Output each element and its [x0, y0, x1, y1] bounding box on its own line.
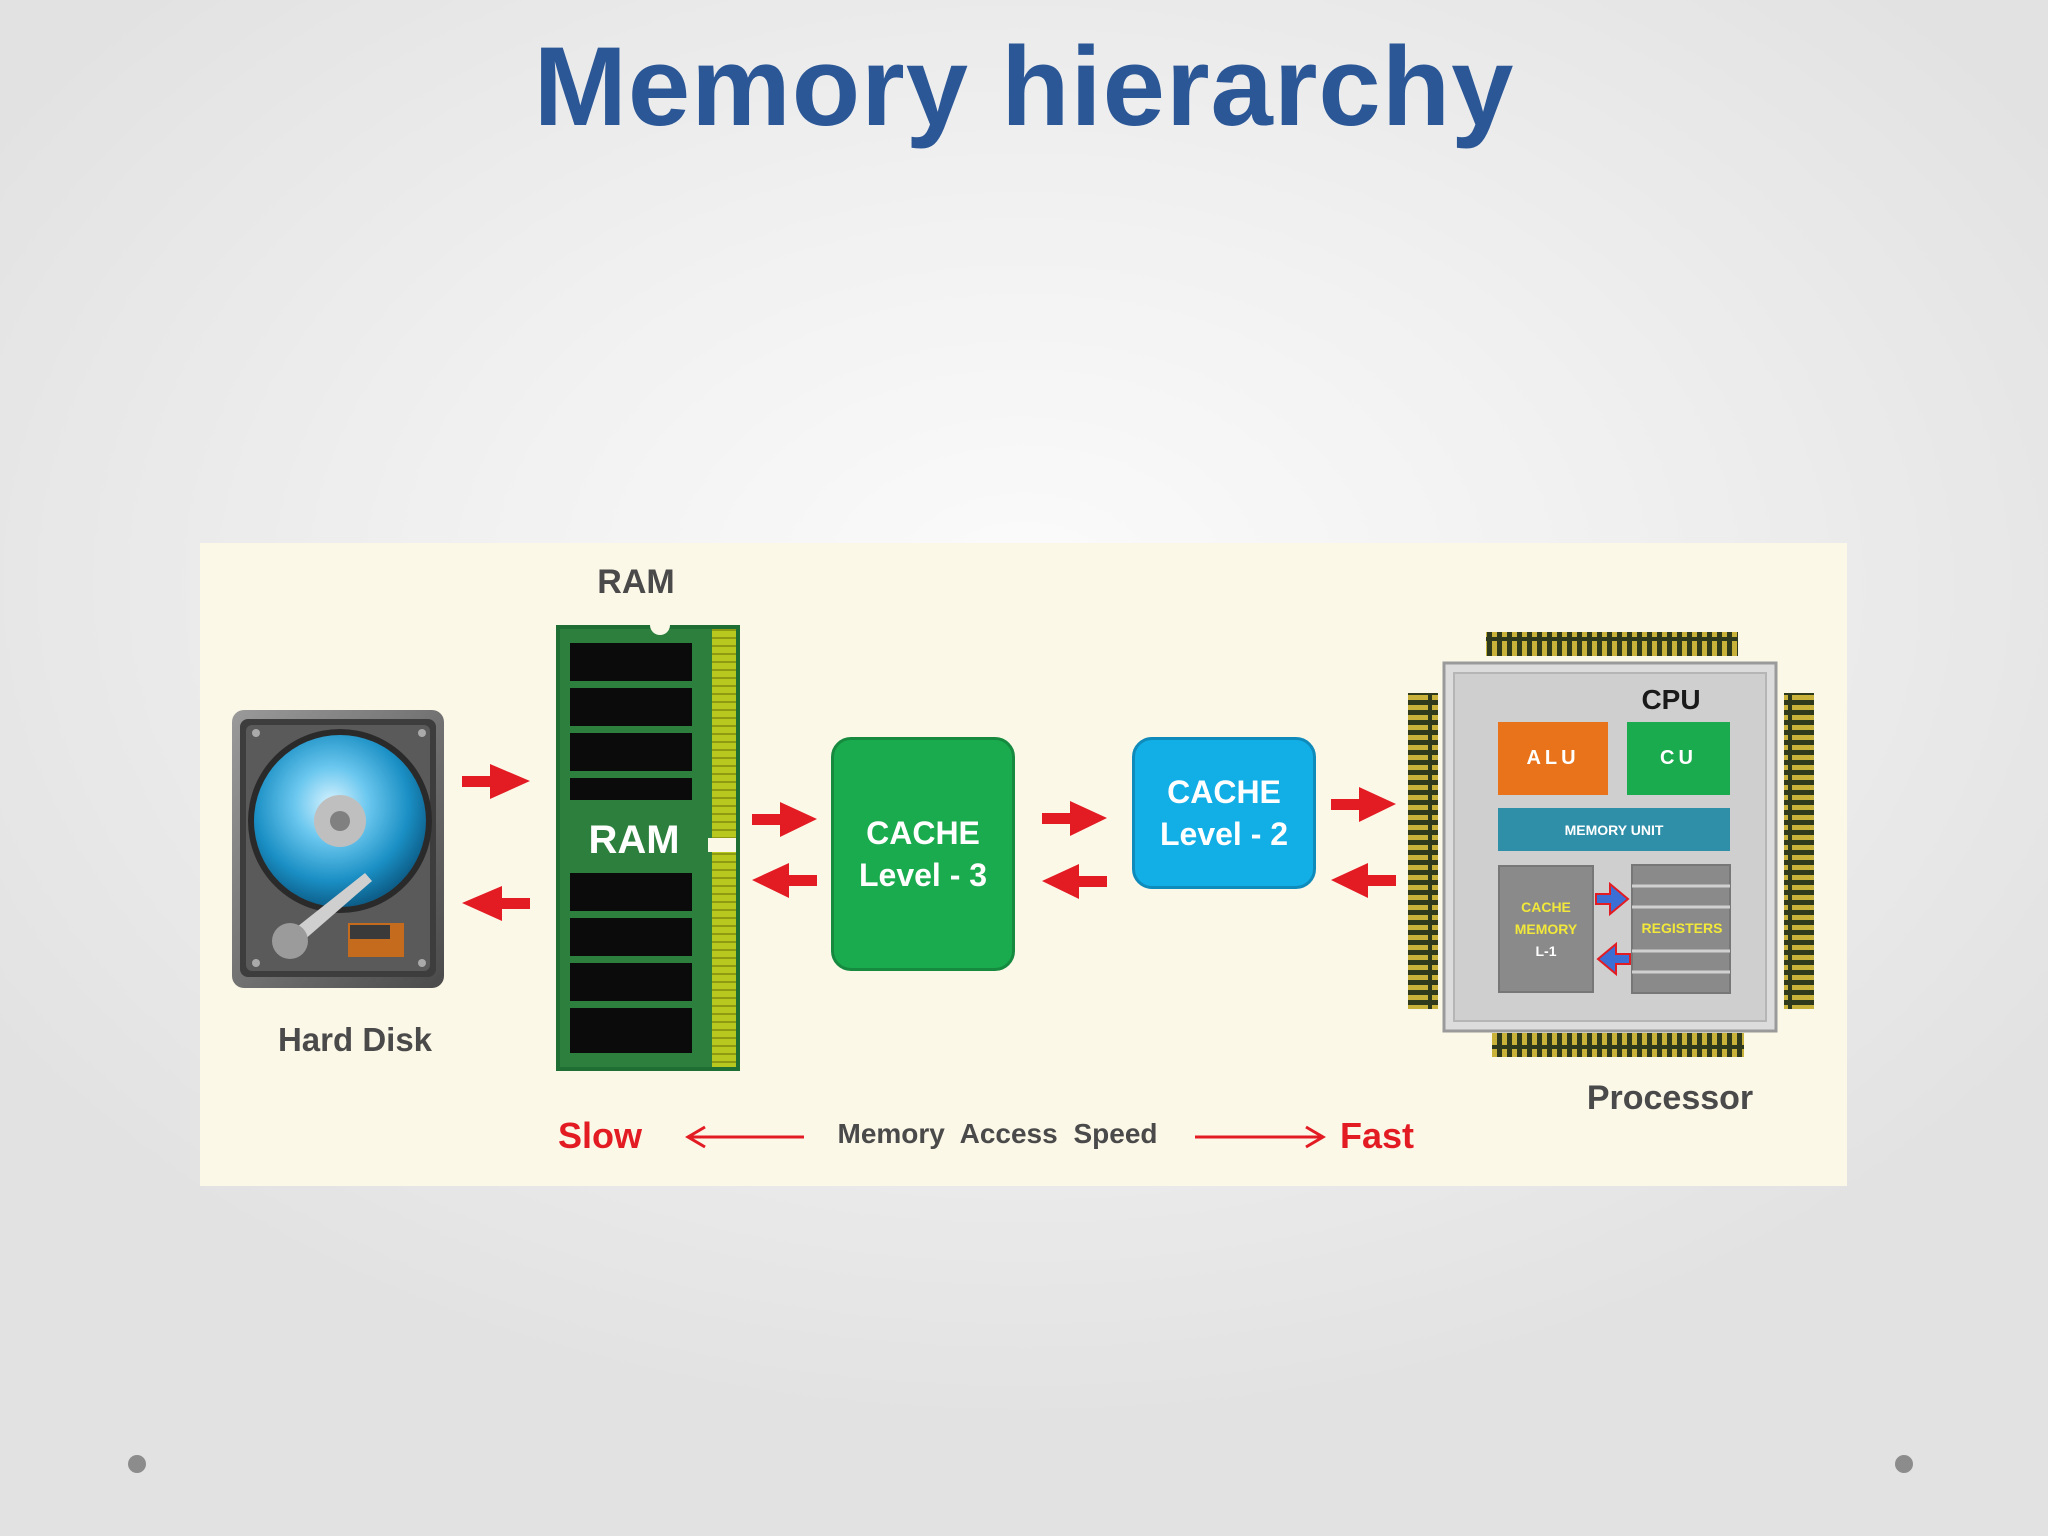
memory-hierarchy-diagram: RAM RAM Hard Disk CACHE Level - 3 CACHE … [200, 543, 1847, 1186]
right-arrow-icon [1331, 787, 1396, 822]
cache-level-2-box: CACHE Level - 2 [1132, 737, 1316, 889]
cache-l1-line3: L-1 [1535, 943, 1557, 959]
processor-label: Processor [1586, 1079, 1754, 1117]
cache-level-3-box: CACHE Level - 3 [831, 737, 1015, 971]
cache-l1-block: CACHE MEMORY L-1 [1498, 865, 1594, 993]
right-arrow-icon [462, 764, 530, 799]
memory-unit-block: MEMORY UNIT [1498, 808, 1730, 851]
cache-l1-line1: CACHE [1521, 899, 1571, 915]
alu-block: ALU [1498, 722, 1608, 795]
left-arrow-icon [462, 886, 530, 921]
speed-axis-right-arrow [1195, 1125, 1326, 1149]
ram-top-label: RAM [597, 563, 675, 601]
speed-axis-label: Memory Access Speed [837, 1118, 1158, 1149]
cache-level-2-line2: Level - 2 [1159, 816, 1289, 852]
right-arrow-icon [1595, 881, 1630, 917]
cache-level-3-line2: Level - 3 [858, 857, 988, 893]
cache-l1-line2: MEMORY [1514, 921, 1578, 937]
cpu-title: CPU [1641, 684, 1701, 715]
cache-level-2-line1: CACHE [1167, 774, 1281, 810]
right-arrow-icon [752, 802, 817, 837]
left-arrow-icon [1042, 864, 1107, 899]
speed-axis-left-arrow [685, 1125, 804, 1149]
left-arrow-icon [1596, 941, 1631, 977]
speed-slow-label: Slow [558, 1115, 643, 1156]
page-title: Memory hierarchy [533, 24, 1515, 149]
registers-label: REGISTERS [1641, 920, 1723, 936]
bullet-icon [1895, 1455, 1913, 1473]
bullet-icon [128, 1455, 146, 1473]
hard-disk-icon [232, 710, 444, 988]
right-arrow-icon [1042, 801, 1107, 836]
cu-block: CU [1627, 722, 1730, 795]
left-arrow-icon [752, 863, 817, 898]
hard-disk-label: Hard Disk [277, 1021, 433, 1058]
ram-chip-label: RAM [588, 818, 680, 862]
cache-level-3-line1: CACHE [866, 815, 980, 851]
speed-fast-label: Fast [1340, 1115, 1415, 1156]
ram-module-icon [556, 615, 740, 1071]
left-arrow-icon [1331, 863, 1396, 898]
